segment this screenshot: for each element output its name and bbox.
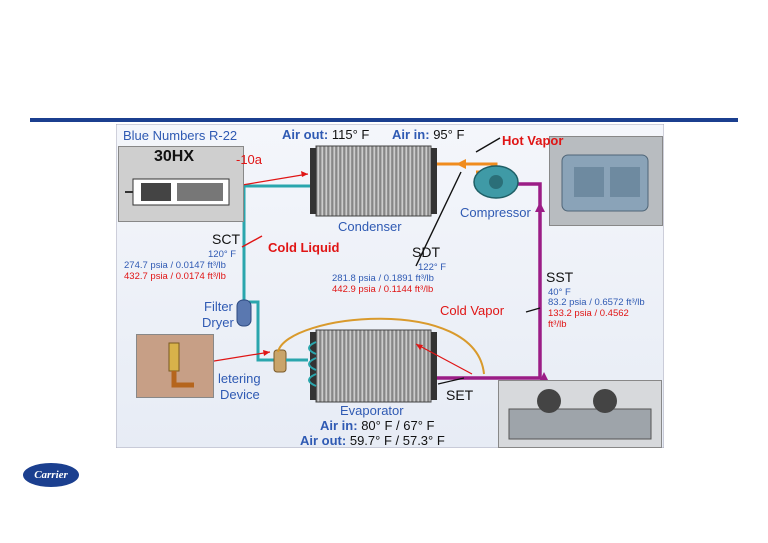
- sct-red: 432.7 psia / 0.0174 ft³/lb: [124, 271, 226, 282]
- sst-blue: 83.2 psia / 0.6572 ft³/lb: [548, 297, 645, 308]
- air-in-top-value: 95° F: [433, 127, 465, 142]
- unit-label: 30HX: [154, 148, 195, 165]
- sdt-blue: 281.8 psia / 0.1891 ft³/lb: [332, 273, 434, 284]
- air-in-top-label: Air in:: [392, 127, 430, 142]
- top-rule: [30, 118, 738, 122]
- carrier-logo-icon: Carrier: [23, 463, 79, 487]
- evaporator-coil-icon: [308, 329, 437, 403]
- air-out-top-value: 115° F: [331, 127, 370, 142]
- sdt-red: 442.9 psia / 0.1144 ft³/lb: [332, 284, 434, 295]
- sst-name: SST: [546, 269, 574, 285]
- sdt-name: SDT: [412, 244, 440, 260]
- air-in-bottom: Air in: 80° F / 67° F: [320, 419, 434, 432]
- compressor-label: Compressor: [460, 205, 531, 220]
- sst-temp: 40° F: [548, 287, 571, 298]
- refrigeration-cycle-figure: Blue Numbers R-22 30HX -10a Air out: 115…: [116, 124, 664, 448]
- dryer-label: Dryer: [202, 315, 234, 330]
- sst-red-1: 133.2 psia / 0.4562: [548, 308, 629, 319]
- sdt-temp: 122° F: [418, 262, 447, 273]
- cold-vapor-label: Cold Vapor: [440, 303, 505, 318]
- air-in-bottom-label: Air in:: [320, 418, 358, 433]
- air-out-top-label: Air out:: [282, 127, 329, 142]
- metering-label-1: letering: [218, 371, 261, 386]
- air-out-top: Air out: 115° F: [282, 128, 369, 141]
- compressor-photo: [549, 136, 663, 226]
- metering-label-2: Device: [220, 387, 260, 402]
- expansion-valve-icon: [273, 349, 308, 373]
- sct-blue: 274.7 psia / 0.0147 ft³/lb: [124, 260, 226, 271]
- cold-liquid-label: Cold Liquid: [268, 240, 340, 255]
- air-out-bottom-value: 59.7° F / 57.3° F: [349, 433, 445, 448]
- hot-vapor-label: Hot Vapor: [502, 133, 564, 148]
- sst-red-2: ft³/lb: [548, 319, 567, 330]
- unit-30hx-photo: [118, 146, 244, 222]
- compressor-detail-photo: [498, 380, 662, 448]
- air-in-top: Air in: 95° F: [392, 128, 464, 141]
- refrigerant-label: -10a: [236, 152, 263, 167]
- sct-temp: 120° F: [208, 249, 237, 260]
- filter-dryer-icon: [236, 299, 252, 327]
- filter-label: Filter: [204, 299, 233, 314]
- condenser-label: Condenser: [338, 219, 402, 234]
- set-label: SET: [446, 387, 474, 403]
- air-out-bottom: Air out: 59.7° F / 57.3° F: [300, 434, 445, 447]
- compressor-icon: [473, 165, 519, 199]
- metering-device-photo: [136, 334, 214, 398]
- air-out-bottom-label: Air out:: [300, 433, 347, 448]
- diagram-title: Blue Numbers R-22: [123, 128, 238, 143]
- air-in-bottom-value: 80° F / 67° F: [361, 418, 435, 433]
- condenser-coil-icon: [310, 145, 437, 217]
- sct-name: SCT: [212, 231, 240, 247]
- evaporator-label: Evaporator: [340, 403, 404, 418]
